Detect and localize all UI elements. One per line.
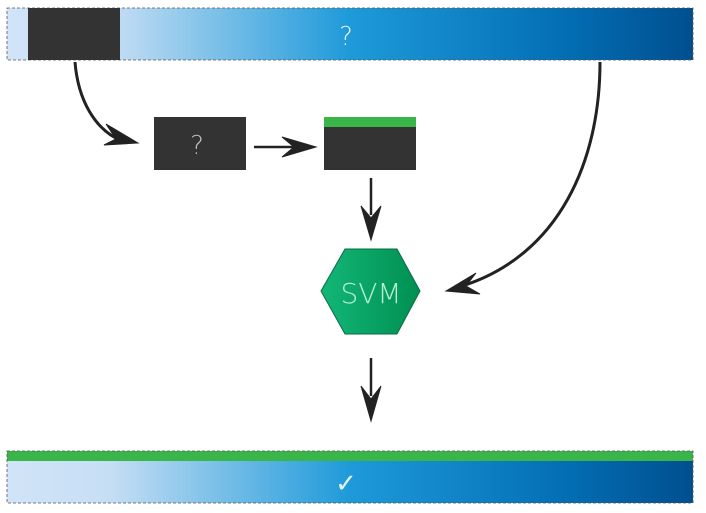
bottom-bar-green-stripe (7, 451, 693, 461)
top-bar-border (6, 7, 694, 61)
feature-box-green-stripe (324, 117, 416, 127)
arrow-unknown-to-feature-head (281, 136, 318, 158)
arrow-top-to-unknown-head (103, 123, 140, 146)
top-bar-background (7, 8, 693, 60)
unknown-box-label: ? (190, 131, 204, 161)
feature-box (324, 117, 416, 170)
top-bar: ? (6, 7, 694, 61)
unknown-box: ? (154, 117, 246, 170)
bottom-bar-border (6, 450, 694, 504)
arrow-top-to-unknown-shaft (73, 61, 123, 143)
arrow-topbar-to-svm-head (444, 272, 481, 295)
svm-node: SVM (320, 248, 421, 335)
arrow-feature-to-svm-head (360, 205, 382, 242)
top-bar-question-label: ? (339, 22, 353, 52)
svm-label: SVM (340, 277, 401, 310)
bottom-bar-check-label: ✓ (335, 469, 357, 499)
unknown-box-background (154, 117, 246, 170)
bottom-bar: ✓ (6, 450, 694, 504)
svm-hexagon (320, 248, 421, 335)
arrows (73, 61, 602, 423)
arrow-svm-to-bottom-head (360, 385, 382, 423)
arrow-topbar-to-svm-shaft (461, 61, 602, 288)
top-bar-dark-block (28, 8, 120, 60)
